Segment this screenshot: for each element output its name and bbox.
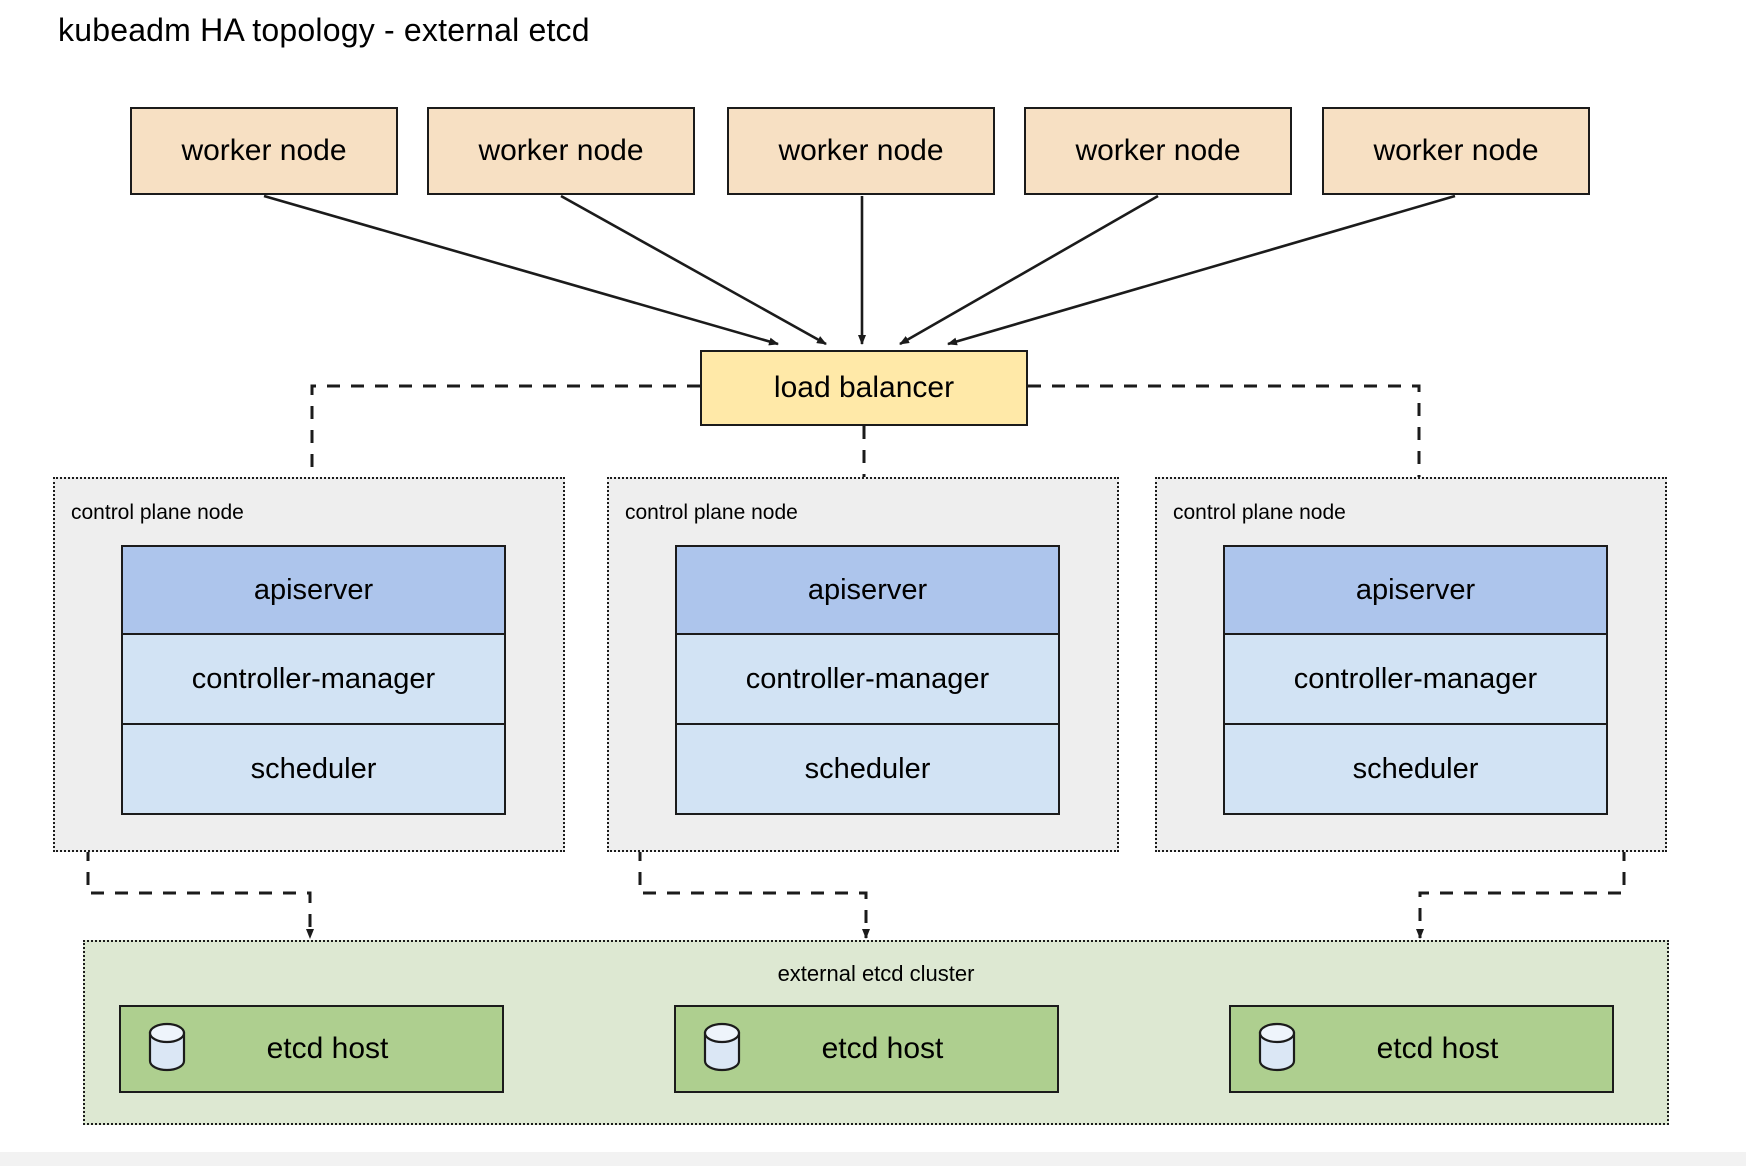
controller-manager-label: controller-manager — [1293, 662, 1538, 695]
worker-to-lb-edges — [263, 194, 1456, 346]
control-plane-component-stack: apiserver controller-manager scheduler — [121, 545, 506, 815]
bottom-strip — [0, 1152, 1746, 1166]
worker-node-label: worker node — [181, 134, 347, 167]
edge-worker4-lb — [899, 194, 1159, 346]
scheduler-label: scheduler — [804, 752, 931, 785]
scheduler-box[interactable]: scheduler — [1223, 725, 1608, 815]
apiserver-label: apiserver — [1355, 573, 1476, 606]
worker-node-label: worker node — [1075, 134, 1241, 167]
control-plane-node-1[interactable]: control plane node apiserver controller-… — [53, 477, 565, 852]
database-cylinder-icon — [1257, 1022, 1297, 1077]
etcd-host-1[interactable]: etcd host — [119, 1005, 504, 1093]
control-plane-node-label: control plane node — [1173, 501, 1346, 524]
edge-worker1-lb — [263, 194, 779, 346]
load-balancer-label: load balancer — [773, 371, 955, 404]
etcd-cluster-label: external etcd cluster — [777, 961, 975, 986]
etcd-host-2[interactable]: etcd host — [674, 1005, 1059, 1093]
controller-manager-box[interactable]: controller-manager — [1223, 635, 1608, 725]
worker-node-5[interactable]: worker node — [1322, 107, 1590, 195]
control-plane-component-stack: apiserver controller-manager scheduler — [1223, 545, 1608, 815]
control-plane-node-label: control plane node — [71, 501, 244, 524]
worker-node-3[interactable]: worker node — [727, 107, 995, 195]
apiserver-label: apiserver — [807, 573, 928, 606]
worker-node-4[interactable]: worker node — [1024, 107, 1292, 195]
worker-node-2[interactable]: worker node — [427, 107, 695, 195]
controller-manager-box[interactable]: controller-manager — [675, 635, 1060, 725]
control-plane-node-label: control plane node — [625, 501, 798, 524]
worker-node-1[interactable]: worker node — [130, 107, 398, 195]
etcd-host-label: etcd host — [266, 1032, 389, 1065]
edge-worker5-lb — [947, 194, 1456, 346]
etcd-host-3[interactable]: etcd host — [1229, 1005, 1614, 1093]
load-balancer-node[interactable]: load balancer — [700, 350, 1028, 426]
scheduler-box[interactable]: scheduler — [121, 725, 506, 815]
control-plane-component-stack: apiserver controller-manager scheduler — [675, 545, 1060, 815]
apiserver-box[interactable]: apiserver — [1223, 545, 1608, 635]
etcd-host-label: etcd host — [821, 1032, 944, 1065]
edge-worker2-lb — [560, 194, 827, 346]
page-title: kubeadm HA topology - external etcd — [58, 12, 590, 48]
worker-node-label: worker node — [1373, 134, 1539, 167]
database-cylinder-icon — [147, 1022, 187, 1077]
worker-node-label: worker node — [778, 134, 944, 167]
apiserver-label: apiserver — [253, 573, 374, 606]
scheduler-label: scheduler — [250, 752, 377, 785]
worker-node-label: worker node — [478, 134, 644, 167]
controller-manager-label: controller-manager — [745, 662, 990, 695]
controller-manager-label: controller-manager — [191, 662, 436, 695]
etcd-host-label: etcd host — [1376, 1032, 1499, 1065]
controller-manager-box[interactable]: controller-manager — [121, 635, 506, 725]
database-cylinder-icon — [702, 1022, 742, 1077]
apiserver-box[interactable]: apiserver — [121, 545, 506, 635]
external-etcd-cluster[interactable]: external etcd cluster etcd host etcd hos… — [83, 940, 1669, 1125]
control-plane-node-3[interactable]: control plane node apiserver controller-… — [1155, 477, 1667, 852]
apiserver-box[interactable]: apiserver — [675, 545, 1060, 635]
scheduler-box[interactable]: scheduler — [675, 725, 1060, 815]
control-plane-node-2[interactable]: control plane node apiserver controller-… — [607, 477, 1119, 852]
scheduler-label: scheduler — [1352, 752, 1479, 785]
